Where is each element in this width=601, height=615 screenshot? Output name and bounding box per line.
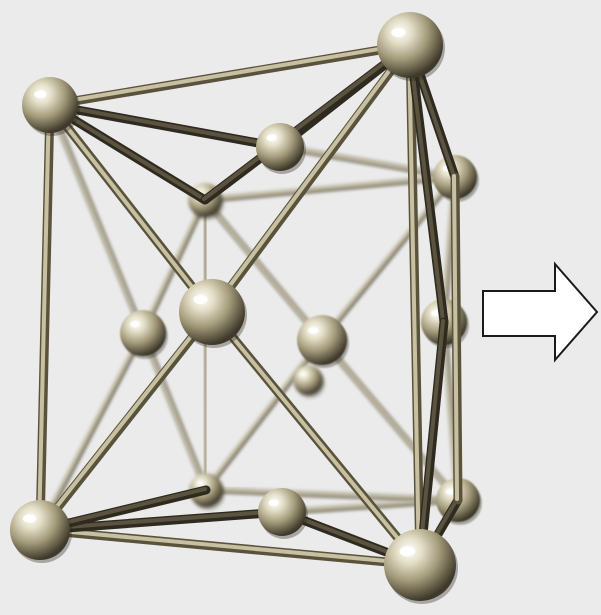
lattice-rod	[45, 40, 415, 110]
lattice-rod	[45, 100, 217, 317]
lattice-rod	[35, 507, 287, 535]
lattice-atom	[256, 123, 306, 174]
lattice-rod	[37, 330, 146, 533]
lattice-atom	[384, 529, 458, 604]
lattice-rod	[200, 40, 415, 205]
lattice-rod	[35, 100, 55, 535]
lattice-rod	[319, 337, 461, 503]
lattice-rod	[45, 100, 210, 205]
lattice-rod	[202, 197, 325, 343]
lattice-rod	[35, 525, 425, 570]
lattice-atom	[377, 12, 445, 81]
lattice-rod	[45, 100, 285, 152]
atoms-front	[10, 12, 458, 604]
rods-front	[35, 40, 463, 570]
lattice-atom	[258, 488, 308, 539]
lattice-rod	[405, 40, 449, 327]
lattice-atom	[297, 315, 349, 368]
lattice-atom	[293, 365, 325, 398]
lattice-rod	[405, 40, 425, 570]
lattice-rod	[140, 330, 209, 493]
lattice-rod	[35, 307, 217, 535]
lattice-rod	[47, 102, 146, 336]
lattice-atom	[179, 279, 247, 348]
lattice-rod	[203, 337, 325, 493]
lattice-rod	[450, 172, 463, 505]
lattice-atom	[22, 77, 80, 136]
lattice-rod	[207, 40, 415, 317]
right-arrow-icon	[482, 261, 599, 363]
lattice-atom	[120, 310, 168, 359]
lattice-rod	[415, 317, 449, 570]
lattice-rod	[207, 307, 425, 570]
lattice-atom	[10, 500, 72, 563]
